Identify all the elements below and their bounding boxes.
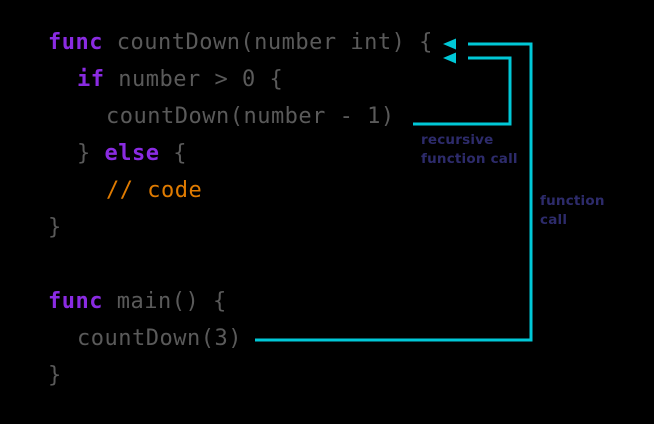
code-token-keyword: func [48,30,103,55]
code-token-keyword: else [104,141,160,166]
code-line: countDown(number - 1) [106,106,395,128]
code-token-comment: // code [106,178,203,203]
code-token-plain: countDown(number int) { [102,30,433,55]
main-call-connector [255,42,533,342]
annotation-line-1: function [540,193,605,209]
annotation-line-2: function call [421,151,518,167]
code-line: } [48,365,62,387]
code-line: if number > 0 { [77,69,283,91]
code-token-plain: main() { [102,289,227,314]
code-line: countDown(3) [77,328,242,350]
arrowhead-lower [443,52,456,64]
code-token-plain: { [159,141,187,166]
recursive-connector [413,56,512,126]
code-token-plain: } [48,363,62,388]
annotation-line-2: call [540,212,568,228]
code-token-plain: countDown(number - 1) [106,104,395,129]
function-call-label: function call [540,192,605,230]
code-token-plain: countDown(3) [77,326,242,351]
code-line: } [48,217,62,239]
code-line: } else { [77,143,187,165]
code-token-keyword: if [77,67,105,92]
code-token-plain: } [48,215,62,240]
code-line: func main() { [48,291,227,313]
annotation-line-1: recursive [421,132,494,148]
recursive-call-label: recursive function call [421,131,518,169]
code-token-plain: number > 0 { [104,67,284,92]
arrowhead-upper [443,38,456,50]
code-line: func countDown(number int) { [48,32,433,54]
code-line: // code [106,180,202,202]
code-token-keyword: func [48,289,103,314]
code-token-plain: } [77,141,105,166]
